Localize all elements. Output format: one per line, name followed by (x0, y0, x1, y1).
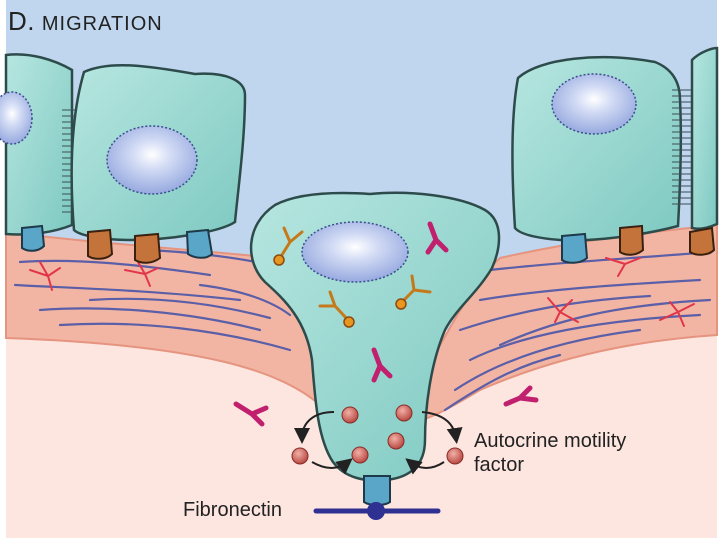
nucleus-invading-cell (301, 221, 409, 283)
epithelial-cell-left-partial (4, 53, 74, 236)
motility-arrows (294, 411, 463, 475)
autocrine-label: Autocrine motility factor (474, 429, 626, 477)
autocrine-label-line1: Autocrine motility (474, 430, 627, 452)
fibronectin-binding-site (367, 502, 385, 520)
fibronectin-label: Fibronectin (183, 499, 282, 521)
cell-junction-right (672, 89, 692, 205)
figure-title: D. MIGRATION (8, 6, 163, 37)
stroma-ligands (29, 257, 695, 327)
autocrine-motility-factor-particles (291, 404, 464, 465)
invading-cell-integrin (363, 475, 391, 506)
figure-title-letter: D. (8, 6, 35, 36)
autocrine-label-line2: factor (474, 454, 525, 476)
epithelial-cell-right-partial (690, 46, 719, 231)
receptors-in-cell (273, 221, 449, 383)
receptors-in-tissue (233, 385, 539, 427)
integrin-anchors (21, 224, 716, 264)
nucleus-left-partial (0, 91, 33, 145)
nucleus-left (106, 125, 198, 195)
figure-title-word: MIGRATION (41, 13, 163, 35)
collagen-fibers (13, 248, 712, 412)
nucleus-right (551, 73, 637, 135)
